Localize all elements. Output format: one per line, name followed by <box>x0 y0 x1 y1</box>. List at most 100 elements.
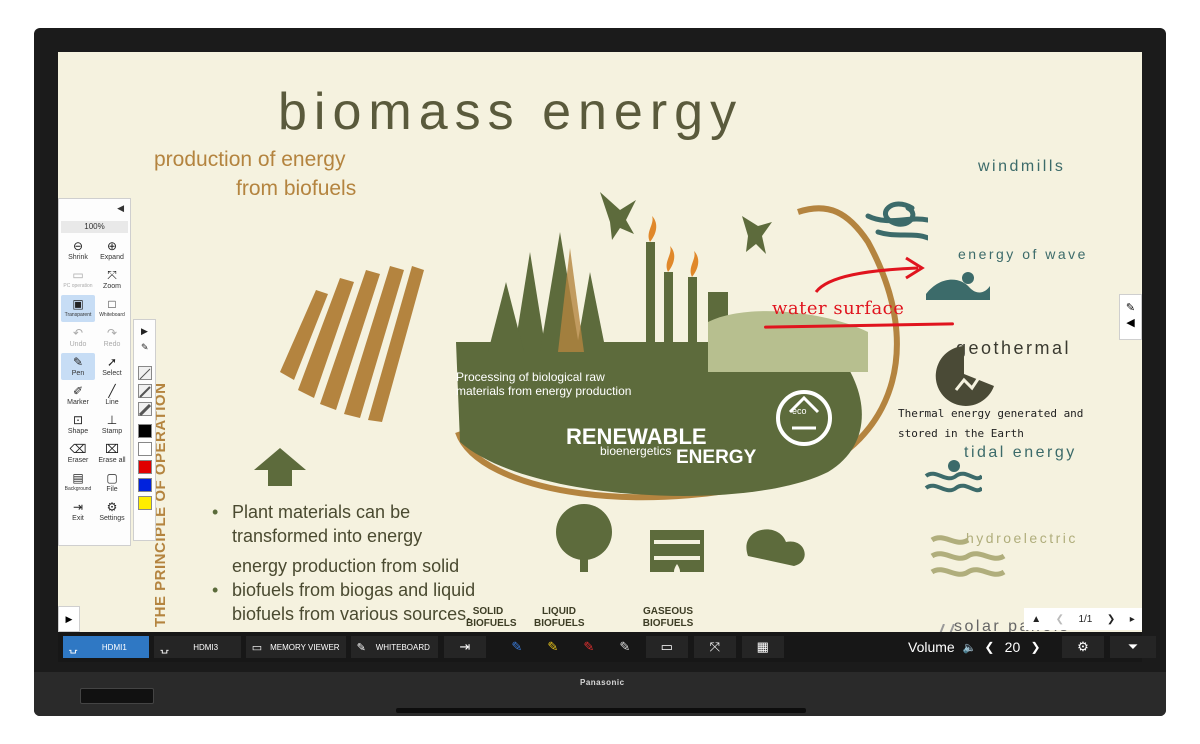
toolbar-button-label: Line <box>105 398 119 406</box>
toolbar-button-label: Stamp <box>101 427 123 435</box>
tidal-icon <box>924 460 982 493</box>
color-swatch[interactable] <box>138 496 152 510</box>
volume-control: Volume 🔈 ❮ 20 ❯ <box>908 632 1041 662</box>
wave-icon <box>926 272 990 300</box>
red-pen-button[interactable]: ✎ <box>574 636 604 658</box>
zoom-button[interactable]: ⤧ <box>693 636 736 658</box>
subtitle-line1: production of energy <box>154 148 346 171</box>
page-up-icon[interactable]: ▲ <box>1031 613 1042 625</box>
toolbar-button-label: Select <box>102 369 122 377</box>
gaseous-biofuels-label: GASEOUS BIOFUELS <box>642 606 694 629</box>
taskbar: ⍽ HDMI1 ⍽ HDMI3 ▭ MEMORY VIEWER ✎ WHITEB… <box>58 632 1156 662</box>
apps-button[interactable]: ▦ <box>741 636 784 658</box>
blue-pen-button[interactable]: ✎ <box>502 636 532 658</box>
thermal-note: Thermal energy generated and stored in t… <box>898 404 1083 444</box>
toolbar-line-button[interactable]: ╱Line <box>95 382 129 409</box>
geothermal-icon <box>935 346 994 406</box>
source-label: HDMI3 <box>193 642 219 652</box>
toolbar-shrink-button[interactable]: ⊖Shrink <box>61 237 95 264</box>
toolbar-button-label: Transparent <box>64 311 92 318</box>
minimize-taskbar-button[interactable]: ⏷ <box>1110 636 1156 658</box>
yellow-pen-button[interactable]: ✎ <box>538 636 568 658</box>
line-icon: ╱ <box>108 383 116 398</box>
color-swatch[interactable] <box>138 442 152 456</box>
volume-up-icon[interactable]: ❯ <box>1030 640 1041 654</box>
color-swatch[interactable] <box>138 478 152 492</box>
display-monitor: biomass energy production of energy from… <box>34 28 1166 716</box>
toolbar-stamp-button[interactable]: ⊥Stamp <box>95 411 129 438</box>
source-hdmi1[interactable]: ⍽ HDMI1 <box>63 636 150 658</box>
volume-down-icon[interactable]: ❮ <box>984 640 995 654</box>
eraser-icon: ⌫ <box>69 441 87 456</box>
toolbar-button-label: Marker <box>67 398 89 406</box>
source-whiteboard[interactable]: ✎ WHITEBOARD <box>350 636 438 658</box>
bioenergetics-label: bioenergetics <box>600 444 672 458</box>
white-pen-button[interactable]: ✎ <box>610 636 640 658</box>
toolbar-marker-button[interactable]: ✐Marker <box>61 382 95 409</box>
bullet-item: Plant materials can be transformed into … <box>212 500 502 548</box>
eco-badge: eco <box>792 406 807 416</box>
toolbar-undo-button[interactable]: ↶Undo <box>61 324 95 351</box>
toolbar-button-label: Redo <box>103 340 121 348</box>
slide-subtitle: production of energy from biofuels <box>154 145 394 203</box>
pen-style-swatch[interactable] <box>138 402 152 417</box>
toolbar-button-label: Shape <box>67 427 89 435</box>
cursor-icon: ➚ <box>106 354 118 369</box>
front-ports <box>80 688 154 704</box>
source-label: HDMI1 <box>101 642 127 652</box>
toolbar-button-label: File <box>106 485 118 493</box>
hdmi-icon: ⍽ <box>160 641 169 654</box>
pen-style-swatch[interactable] <box>138 366 152 380</box>
toolbar-shape-button[interactable]: ⊡Shape <box>61 411 95 438</box>
pen-palette: ▶ ✎ <box>133 319 156 541</box>
toolbar-erase-all-button[interactable]: ⌧Erase all <box>95 440 129 467</box>
whiteboard-icon: ✎ <box>356 641 366 654</box>
right-pen-tab[interactable]: ✎ ◀ <box>1119 294 1142 340</box>
show-toolbar-button[interactable]: ▶ <box>58 606 80 632</box>
toolbar-settings-button[interactable]: ⚙Settings <box>95 498 129 525</box>
toolbar-whiteboard-button[interactable]: □Whiteboard <box>95 295 129 322</box>
toolbar-background-button[interactable]: ▤Background <box>61 469 95 496</box>
brand-logo: Panasonic <box>580 678 625 687</box>
gear-icon: ⚙ <box>1077 639 1089 654</box>
page-navigator: ▲ ❮ 1/1 ❯ ▸ <box>1024 608 1142 630</box>
pen-icon: ✎ <box>511 639 523 654</box>
toolbar-pc-operation-button[interactable]: ▭PC operation <box>61 266 95 293</box>
toolbar-file-button[interactable]: ▢File <box>95 469 129 496</box>
geothermal-label: geothermal <box>956 338 1072 358</box>
pc-button[interactable]: ▭ <box>645 636 688 658</box>
toolbar-redo-button[interactable]: ↷Redo <box>95 324 129 351</box>
input-switch-button[interactable]: ⇥ <box>443 636 486 658</box>
windmills-label: windmills <box>978 158 1066 175</box>
toolbar-transparent-button[interactable]: ▣Transparent <box>61 295 95 322</box>
toolbar-select-button[interactable]: ➚Select <box>95 353 129 380</box>
shape-icon: ⊡ <box>72 412 84 427</box>
toolbar-zoom-button[interactable]: ⤧Zoom <box>95 266 129 293</box>
toolbar-exit-button[interactable]: ⇥Exit <box>61 498 95 525</box>
palette-expand-icon[interactable]: ▶ <box>141 326 148 336</box>
toolbar-button-label: Undo <box>69 340 87 348</box>
undo-icon: ↶ <box>72 325 84 340</box>
prev-page-icon[interactable]: ❮ <box>1055 613 1064 625</box>
toolbar-expand-button[interactable]: ⊕Expand <box>95 237 129 264</box>
settings-button[interactable]: ⚙ <box>1062 636 1104 658</box>
color-swatch[interactable] <box>138 460 152 474</box>
toolbar-pen-button[interactable]: ✎Pen <box>61 353 95 380</box>
next-page-icon[interactable]: ❯ <box>1106 613 1116 625</box>
page-counter: 1/1 <box>1078 613 1093 625</box>
hdmi-icon: ⍽ <box>69 641 78 654</box>
toolbar-button-label: Whiteboard <box>99 311 125 318</box>
wave-label: energy of wave <box>958 246 1088 262</box>
toolbar-button-label: Shrink <box>68 253 88 261</box>
toolbar-eraser-button[interactable]: ⌫Eraser <box>61 440 95 467</box>
pen-icon: ✎ <box>619 639 631 654</box>
collapse-left-icon[interactable]: ◀ <box>117 203 124 213</box>
zoom-level: 100% <box>61 221 128 233</box>
stamp-icon: ⊥ <box>106 412 118 427</box>
color-swatch[interactable] <box>138 424 152 438</box>
last-page-icon[interactable]: ▸ <box>1129 613 1135 625</box>
source-hdmi3[interactable]: ⍽ HDMI3 <box>154 636 241 658</box>
memory-viewer-icon: ▭ <box>251 641 263 654</box>
source-memory-viewer[interactable]: ▭ MEMORY VIEWER <box>245 636 346 658</box>
pen-style-swatch[interactable] <box>138 384 152 398</box>
